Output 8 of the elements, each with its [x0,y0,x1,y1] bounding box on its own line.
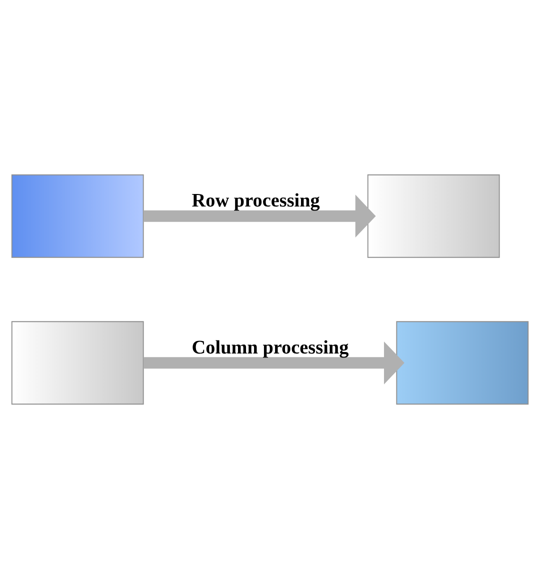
node-box [367,174,500,258]
edge-label: Row processing [192,190,320,212]
edge-label: Column processing [192,337,349,358]
node-box [396,321,529,405]
arrow [144,194,376,238]
arrow [144,341,404,384]
node-box [11,174,144,258]
node-box [11,321,144,405]
